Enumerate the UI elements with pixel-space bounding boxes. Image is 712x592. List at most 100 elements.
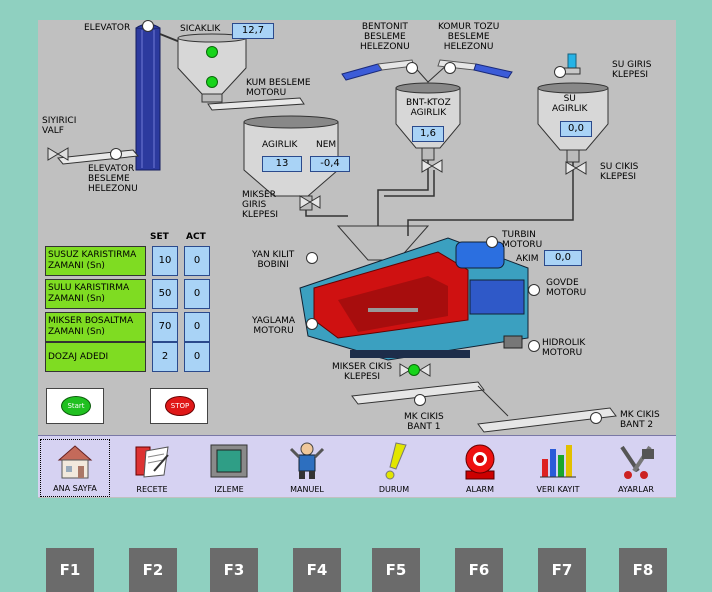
bentonite-status[interactable] [406, 62, 418, 74]
stop-button-label: STOP [165, 396, 195, 416]
elevator-column [135, 27, 161, 171]
fkey-f8[interactable]: F8 [619, 548, 667, 592]
body-motor-status[interactable] [528, 284, 540, 296]
menu-data-log[interactable]: VERI KAYIT [523, 439, 593, 497]
fkey-f5[interactable]: F5 [372, 548, 420, 592]
row3-label: MIKSER BOSALTMA ZAMANI (Sn) [45, 312, 146, 342]
side-lock-label: YAN KILIT BOBINI [252, 250, 295, 270]
side-lock-status[interactable] [306, 252, 318, 264]
bentonite-label: BENTONIT BESLEME HELEZONU [360, 22, 410, 52]
turbine-status[interactable] [486, 236, 498, 248]
data-log-icon [538, 441, 578, 481]
menu-bar: ANA SAYFA RECETE IZLEME MANUEL DURUM [38, 435, 676, 497]
menu-settings-label: AYARLAR [618, 485, 654, 494]
belt2-status[interactable] [590, 412, 602, 424]
hmi-panel: ELEVATOR SICAKLIK 12,7 KUM BESLEME MOTOR… [38, 20, 676, 498]
lube-motor-label: YAGLAMA MOTORU [252, 316, 296, 336]
row3-set[interactable]: 70 [152, 312, 178, 342]
row4-act: 0 [184, 342, 210, 372]
fkey-f3[interactable]: F3 [210, 548, 258, 592]
alarm-icon [460, 441, 500, 481]
menu-monitor[interactable]: IZLEME [194, 439, 264, 497]
menu-alarm-label: ALARM [465, 485, 495, 494]
hydraulic-status[interactable] [528, 340, 540, 352]
bentonite-screw [341, 59, 415, 81]
coal-status[interactable] [444, 62, 456, 74]
mixer-machine [299, 237, 529, 361]
temperature-value[interactable]: 12,7 [232, 23, 274, 39]
temperature-label: SICAKLIK [180, 24, 221, 34]
moisture-label: NEM [316, 140, 337, 150]
menu-recipe[interactable]: RECETE [117, 439, 187, 497]
lube-motor-status[interactable] [306, 318, 318, 330]
act-header: ACT [186, 232, 206, 242]
belt1-label: MK CIKIS BANT 1 [404, 412, 444, 432]
process-diagram [47, 23, 617, 433]
menu-recipe-label: RECETE [136, 485, 168, 494]
bnt-weight-label: BNT-KTOZ AGIRLIK [406, 98, 451, 118]
water-weight-value[interactable]: 0,0 [560, 121, 592, 137]
sand-feed-label: KUM BESLEME MOTORU [246, 78, 311, 98]
row4-set[interactable]: 2 [152, 342, 178, 372]
fkey-f4[interactable]: F4 [293, 548, 341, 592]
scraper-valve-label: SIYIRICI VALF [42, 116, 77, 136]
fkey-f6[interactable]: F6 [455, 548, 503, 592]
hydraulic-label: HIDROLIK MOTORU [542, 338, 586, 358]
menu-home[interactable]: ANA SAYFA [40, 439, 110, 497]
row2-set[interactable]: 50 [152, 279, 178, 309]
belt2-label: MK CIKIS BANT 2 [620, 410, 660, 430]
feed-screw-status[interactable] [110, 148, 122, 160]
start-button[interactable]: Start [46, 388, 104, 424]
fkey-f1[interactable]: F1 [46, 548, 94, 592]
row1-set[interactable]: 10 [152, 246, 178, 276]
elevator-label: ELEVATOR [84, 23, 131, 33]
menu-settings[interactable]: AYARLAR [601, 439, 671, 497]
elevator-status[interactable] [142, 20, 154, 32]
elevator-feed-label: ELEVATOR BESLEME HELEZONU [88, 164, 138, 194]
menu-monitor-label: IZLEME [214, 485, 244, 494]
coal-label: KOMUR TOZU BESLEME HELEZONU [438, 22, 500, 52]
stop-button[interactable]: STOP [150, 388, 208, 424]
status-icon [374, 441, 414, 481]
current-label: AKIM [516, 254, 539, 264]
row4-label: DOZAJ ADEDI [45, 342, 146, 372]
settings-icon [616, 441, 656, 481]
mixer-inlet-label: MIKSER GIRIS KLEPESI [242, 190, 279, 220]
menu-data-log-label: VERI KAYIT [536, 485, 580, 494]
row3-act: 0 [184, 312, 210, 342]
weight-value[interactable]: 13 [262, 156, 302, 172]
menu-alarm[interactable]: ALARM [445, 439, 515, 497]
moisture-value[interactable]: -0,4 [310, 156, 350, 172]
row1-label: SUSUZ KARISTIRMA ZAMANI (Sn) [45, 246, 146, 276]
menu-status-label: DURUM [378, 485, 410, 494]
home-icon [55, 442, 95, 482]
manual-icon [287, 441, 327, 481]
start-button-label: Start [61, 396, 91, 416]
mixer-outlet-label: MIKSER CIKIS KLEPESI [332, 362, 393, 382]
set-header: SET [150, 232, 169, 242]
belt1-status[interactable] [414, 394, 426, 406]
menu-manual-label: MANUEL [290, 485, 324, 494]
fkey-f2[interactable]: F2 [129, 548, 177, 592]
bnt-weight-value[interactable]: 1,6 [412, 126, 444, 142]
menu-status[interactable]: DURUM [359, 439, 429, 497]
water-outlet-label: SU CIKIS KLEPESI [600, 162, 639, 182]
weight-label: AGIRLIK [262, 140, 298, 150]
monitor-icon [209, 441, 249, 481]
body-motor-label: GOVDE MOTORU [546, 278, 587, 298]
row2-act: 0 [184, 279, 210, 309]
recipe-icon [132, 441, 172, 481]
fkey-f7[interactable]: F7 [538, 548, 586, 592]
current-value[interactable]: 0,0 [544, 250, 582, 266]
turbine-label: TURBIN MOTORU [502, 230, 543, 250]
hopper-bottom-sensor[interactable] [206, 76, 218, 88]
row2-label: SULU KARISTIRMA ZAMANI (Sn) [45, 279, 146, 309]
row1-act: 0 [184, 246, 210, 276]
mixer-outlet-status[interactable] [408, 364, 420, 376]
water-inlet-label: SU GIRIS KLEPESI [612, 60, 652, 80]
hopper-top-sensor[interactable] [206, 46, 218, 58]
water-weight-label: SU AGIRLIK [552, 94, 588, 114]
menu-manual[interactable]: MANUEL [272, 439, 342, 497]
water-inlet-status[interactable] [554, 66, 566, 78]
